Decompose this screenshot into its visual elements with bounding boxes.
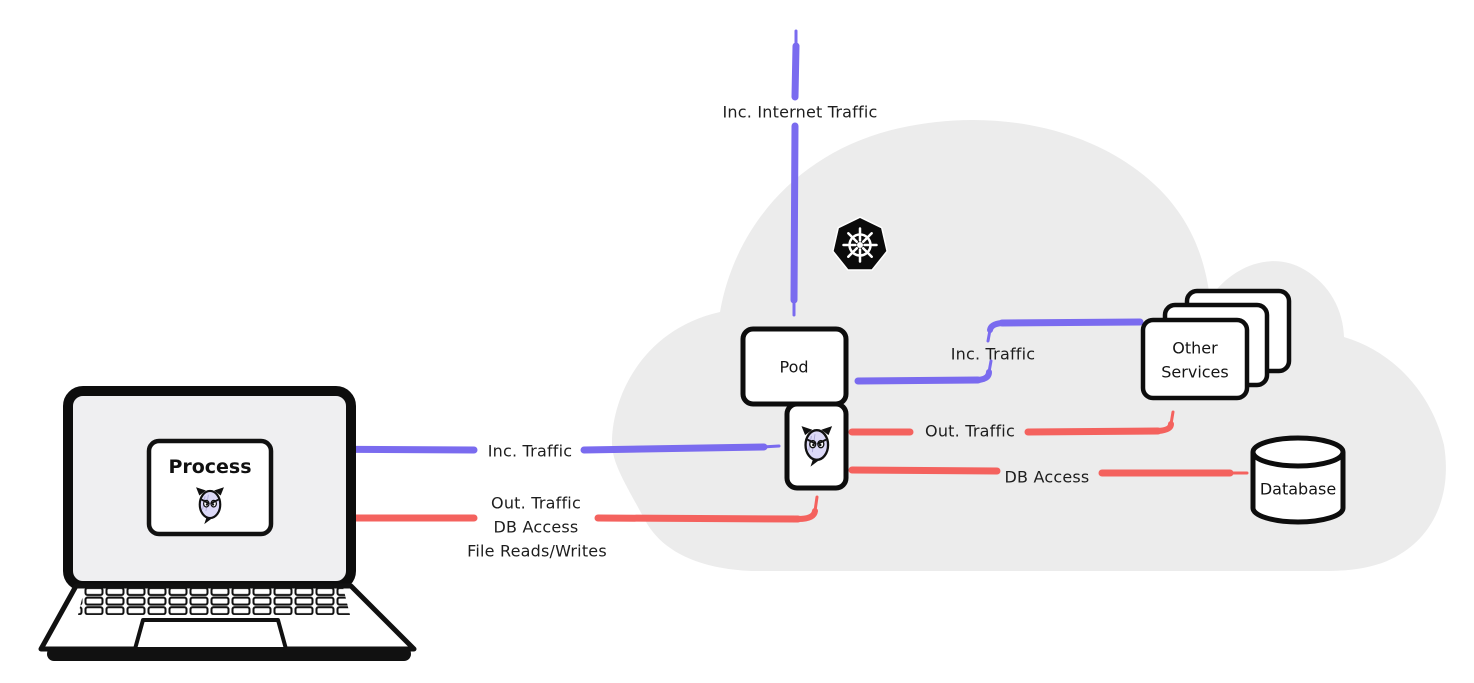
other-services-label-line1: Other <box>1172 338 1218 358</box>
process-out-traffic-label: Out. Traffic <box>491 493 581 513</box>
pod-db-access-label: DB Access <box>1004 467 1090 487</box>
pod-inc-traffic-label: Inc. Traffic <box>950 344 1036 364</box>
process-file-rw-label: File Reads/Writes <box>467 541 607 561</box>
pod-out-traffic-label: Out. Traffic <box>925 421 1015 441</box>
other-services-stack <box>1140 288 1292 401</box>
inc-internet-traffic-label: Inc. Internet Traffic <box>722 102 878 122</box>
laptop-trackpad <box>133 618 288 651</box>
laptop-keyboard <box>78 587 350 615</box>
kubernetes-icon <box>832 216 888 271</box>
process-inc-traffic-label: Inc. Traffic <box>487 441 573 461</box>
pod-db-access-arrow <box>848 466 1249 477</box>
laptop-front-edge <box>47 647 411 661</box>
pod-services-inc-traffic-arrow <box>854 318 1144 385</box>
database-node-label: Database <box>1259 479 1337 499</box>
database-cylinder <box>1250 435 1346 525</box>
pod-out-traffic-arrow <box>848 410 1175 436</box>
process-db-access-label: DB Access <box>493 517 579 537</box>
process-box <box>146 438 274 537</box>
process-node-label: Process <box>168 456 252 478</box>
other-services-label-line2: Services <box>1161 362 1229 382</box>
pod-node-label: Pod <box>779 357 809 377</box>
laptop-illustration <box>38 386 417 661</box>
inc-internet-traffic-arrow <box>790 29 800 317</box>
